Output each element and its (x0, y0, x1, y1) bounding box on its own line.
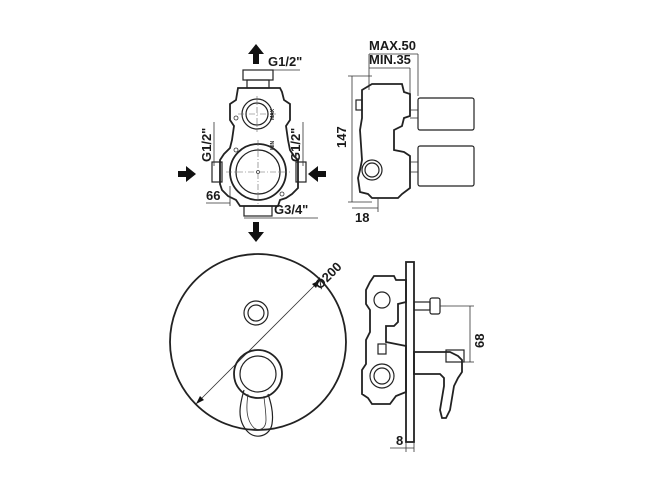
bottom-flow-arrow (248, 222, 264, 242)
left-flow-arrow (178, 166, 196, 182)
dim-68-label: 68 (472, 334, 487, 348)
dim-diameter-label: Ø200 (312, 259, 345, 292)
min-mark: MIN (270, 140, 276, 150)
dim-66-label: 66 (206, 188, 220, 203)
cover-plate-side-view: 68 8 (361, 261, 487, 452)
cover-plate-front-view: Ø200 (169, 253, 347, 437)
top-flow-arrow (248, 44, 264, 64)
valve-body-side-view: MAX.50 MIN.35 147 18 (334, 38, 475, 225)
dim-max-label: MAX.50 (369, 38, 416, 53)
valve-body-front-view: G1/2" MAX MIN (178, 44, 326, 242)
bottom-thread-label: G3/4" (274, 202, 308, 217)
max-mark: MAX (270, 108, 276, 120)
right-flow-arrow (308, 166, 326, 182)
dim-min-label: MIN.35 (369, 52, 411, 67)
dim-147-label: 147 (334, 126, 349, 148)
dim-8-label: 8 (396, 433, 403, 448)
top-thread-label: G1/2" (268, 54, 302, 69)
dim-18-label: 18 (355, 210, 369, 225)
left-thread-label: G1/2" (199, 128, 214, 162)
right-thread-label: G1/2" (288, 128, 303, 162)
